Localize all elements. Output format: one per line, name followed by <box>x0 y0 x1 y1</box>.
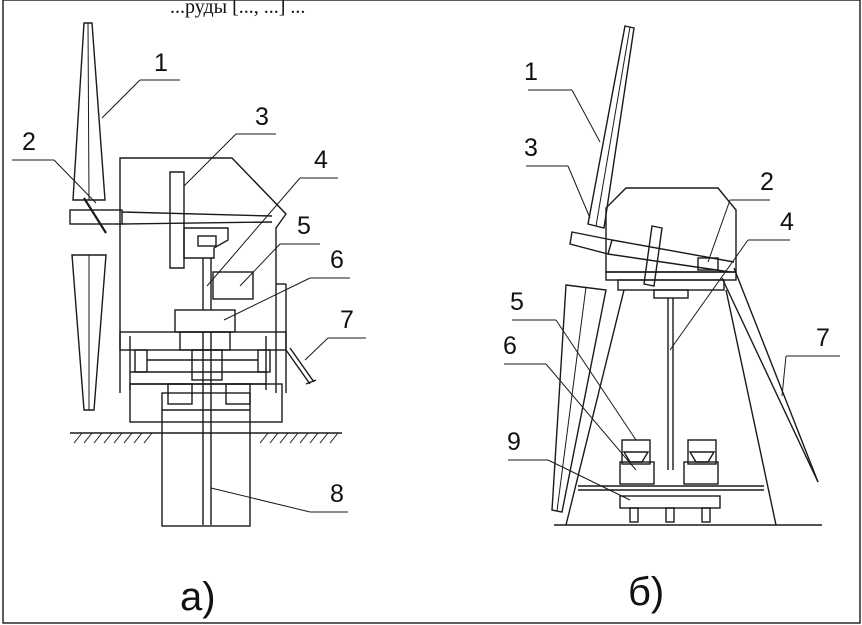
a-hub <box>69 209 123 225</box>
b-label-9: 9 <box>507 428 521 456</box>
b-tower <box>565 289 625 526</box>
header-text: ...руды [..., ...] ... <box>170 0 305 18</box>
a-label-4: 4 <box>314 146 328 174</box>
b-label-1: 1 <box>524 58 538 86</box>
a-label-8: 8 <box>330 480 344 508</box>
b-generator-1 <box>619 461 655 485</box>
a-blade-upper <box>72 22 106 201</box>
b-label-7: 7 <box>816 324 830 352</box>
b-label-5: 5 <box>510 288 524 316</box>
diagram-b: 1 3 2 4 5 7 6 9 б) <box>503 25 840 614</box>
b-generator-2 <box>683 461 719 485</box>
b-label-2: 2 <box>760 168 774 196</box>
a-gear <box>169 171 185 269</box>
b-platform <box>619 495 721 509</box>
a-label-7: 7 <box>340 306 354 334</box>
b-tail <box>733 267 819 483</box>
a-label-3: 3 <box>255 103 269 131</box>
a-label-5: 5 <box>297 212 311 240</box>
a-block-6 <box>174 309 236 333</box>
a-label-6: 6 <box>330 246 344 274</box>
a-label-1: 1 <box>154 49 168 77</box>
a-label-2: 2 <box>22 128 36 156</box>
a-block-5 <box>212 271 254 300</box>
b-label-3: 3 <box>524 134 538 162</box>
b-label-4: 4 <box>780 208 794 236</box>
a-caption: а) <box>180 575 216 619</box>
b-blade-upper <box>587 25 635 229</box>
a-foundation <box>161 392 251 527</box>
a-housing <box>119 157 287 336</box>
b-caption: б) <box>628 570 664 614</box>
a-blade-lower <box>71 254 107 411</box>
diagram-a: 1 2 3 4 5 6 7 8 а) <box>12 22 366 619</box>
b-gear <box>643 225 663 287</box>
b-label-6: 6 <box>503 332 517 360</box>
b-blade-lower <box>551 284 607 513</box>
